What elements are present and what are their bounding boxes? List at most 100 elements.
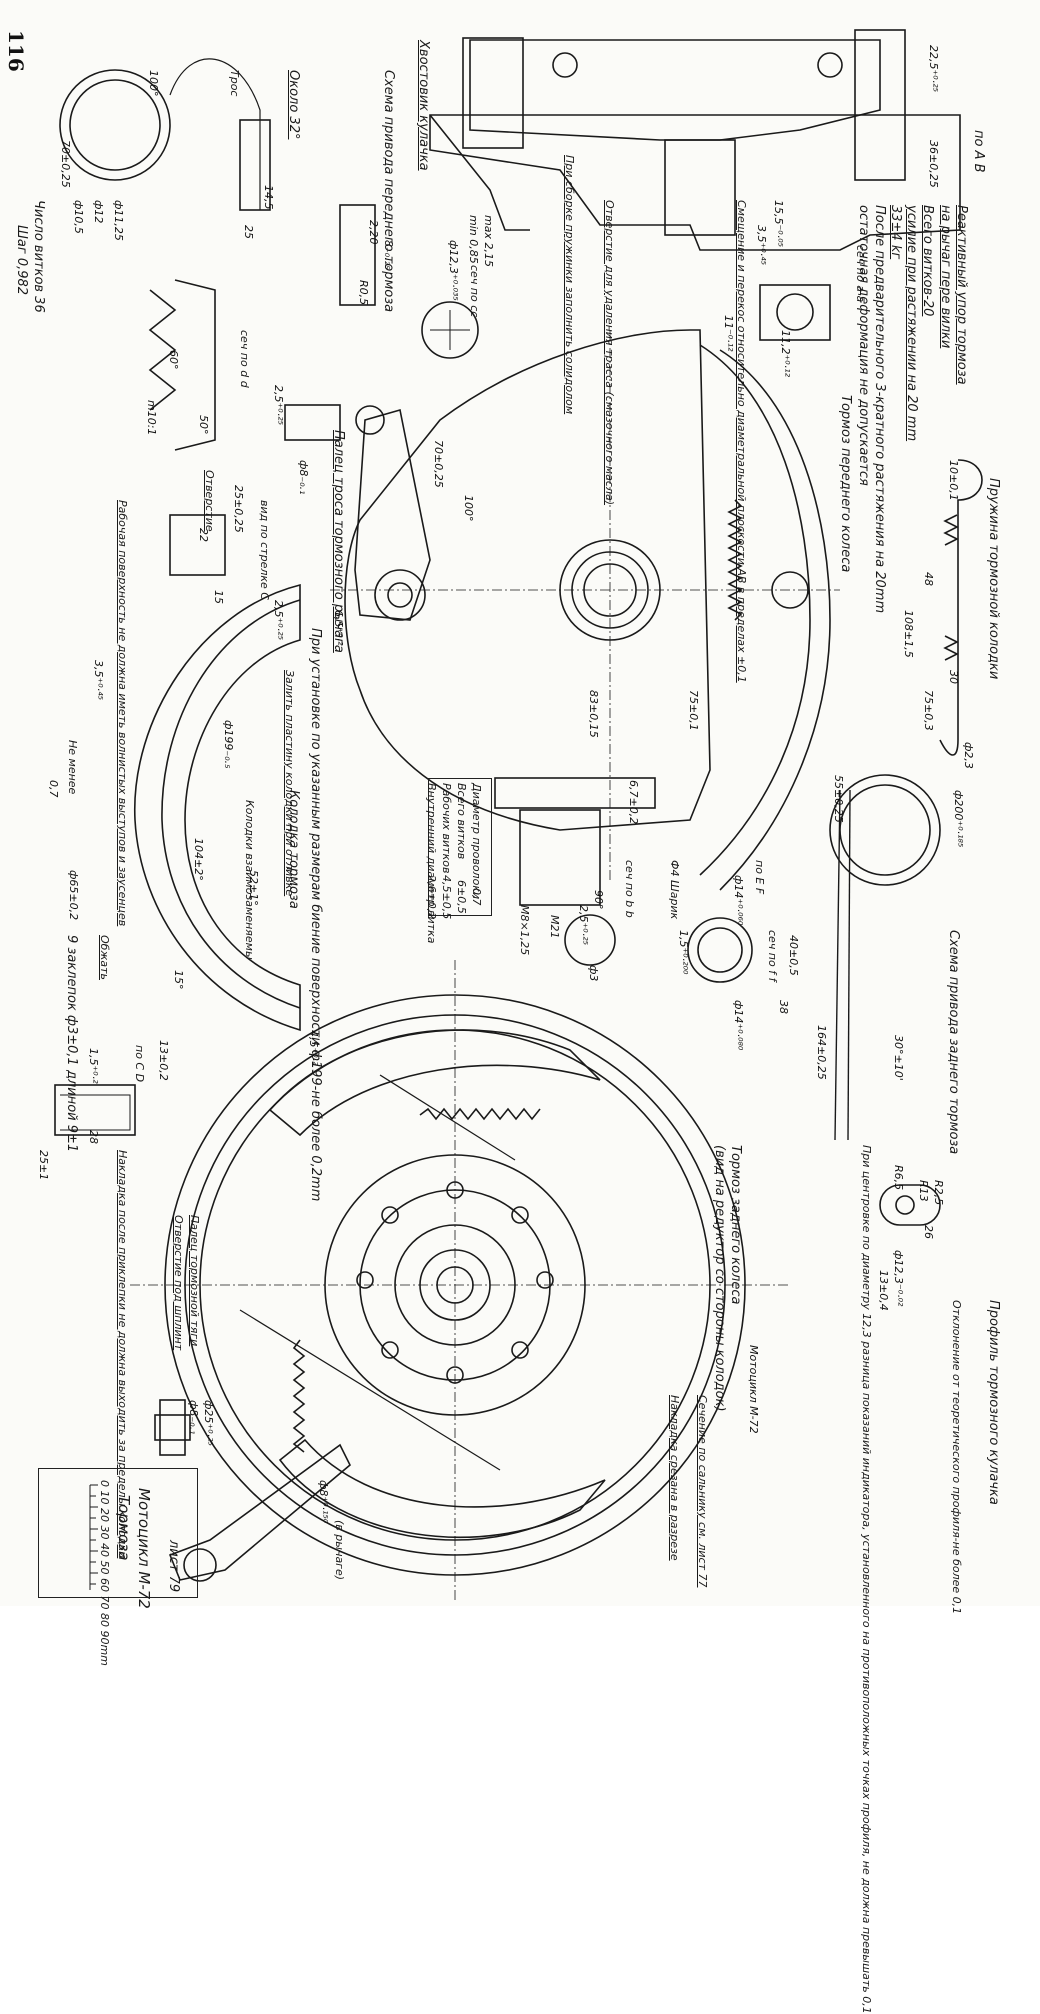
dim: 4,5⁺⁰·² xyxy=(307,1030,320,1066)
dim: 55±0,25 xyxy=(832,775,845,823)
dim: 25±0,25 xyxy=(232,485,245,533)
spring-turns: Всего витков-20 xyxy=(920,205,935,317)
view-arrow-c: вид по стрелке С xyxy=(258,500,271,600)
table-row-label: Внутренний диаметр витка xyxy=(425,783,438,944)
dim: Мотоцикл М-72 xyxy=(747,1345,760,1434)
front-brake-shoe-outline xyxy=(719,349,831,891)
dim: ф200⁺⁰·¹⁸⁵ xyxy=(952,790,965,848)
section-ff: сеч по f f xyxy=(766,930,779,982)
dim: 90° xyxy=(592,890,605,910)
rear-drive-rod xyxy=(834,789,841,1141)
cam-deviation: Отклонение от теоретического профиля-не … xyxy=(950,1300,963,1615)
section-aa: сеч по а а xyxy=(854,245,867,303)
dim: 25 xyxy=(242,225,255,239)
dim: ф14⁺⁰·⁰⁶⁰ xyxy=(732,875,745,926)
dim: 38 xyxy=(777,1000,790,1014)
dim: ф199₋₀.₅ xyxy=(222,720,235,769)
dim: 15 xyxy=(212,590,225,604)
dim: 6,5⁺⁰·² xyxy=(332,610,345,646)
dim: 70±0,25 xyxy=(432,440,445,488)
rear-drive-title: Схема привода заднего тормоза xyxy=(946,930,961,1155)
dim: 6,7±0,2 xyxy=(627,780,640,825)
about-32: Около 32° xyxy=(286,70,301,140)
dim: 75±0,1 xyxy=(687,690,700,731)
dim: ф8⁺⁰·¹⁵⁰ xyxy=(317,1480,330,1524)
dim: 1,5⁺⁰·² xyxy=(87,1048,100,1084)
dim: 11,2⁺⁰·¹² xyxy=(779,330,792,378)
dim: R0,5 xyxy=(357,280,370,306)
technical-drawing-lines xyxy=(54,29,983,1600)
scale-label: 0 10 20 30 40 50 60 70 80 90mm xyxy=(98,1480,111,1666)
dim: ф12 xyxy=(92,200,105,224)
front-brake-title: Тормоз переднего колеса xyxy=(838,395,853,573)
dim: ф12,3⁺⁰·⁰³⁵ xyxy=(447,240,460,301)
spring-note: После предварительного 3-кратного растяж… xyxy=(872,205,887,614)
dim: 30 xyxy=(947,670,960,684)
dim: 28 xyxy=(87,1130,100,1144)
rear-shoe-lower xyxy=(278,1438,606,1539)
title-block xyxy=(38,1468,198,1598)
dim: 22 xyxy=(197,528,210,542)
dim: 11⁻⁰·¹² xyxy=(722,315,735,352)
dim: 48 xyxy=(922,572,935,586)
model-title: Мотоцикл М-72 xyxy=(135,1488,153,1609)
drawing-sheet: 116 Реактивный упор тормоза на рычаг пер… xyxy=(4,29,1001,2014)
front-return-spring xyxy=(727,499,743,621)
seal-section-note: Сечение по сальнику см. лист 77 xyxy=(696,1395,709,1588)
rivets-note: 9 заклепок ф3±0,1 длиной 9±1 xyxy=(64,935,79,1153)
centering-note: При центровке по диаметру 12,3 разница п… xyxy=(860,1145,873,2014)
dim: 75±0,3 xyxy=(922,690,935,731)
dim: 2,5⁺⁰·²⁵ xyxy=(272,385,285,426)
cable-label: Трос xyxy=(228,70,241,97)
dim: 164±0,25 xyxy=(815,1025,828,1080)
offset-note: Смещение и перекос относительно диаметра… xyxy=(735,200,748,683)
section-dd: сеч по d d xyxy=(238,330,251,388)
dim: ф8₋₀.₁ xyxy=(297,460,310,495)
spring-table xyxy=(428,778,492,916)
work-surface-note: Рабочая поверхность не должна иметь волн… xyxy=(116,500,129,927)
dim: ф14⁺⁰·⁰⁸⁰ xyxy=(732,1000,745,1051)
table-row-label: Всего витков xyxy=(455,783,468,860)
tail-cam-title: Хвостовик кулачка xyxy=(416,40,431,171)
dim: 15° xyxy=(172,970,185,990)
dim: 2,5⁺⁰·²⁵ xyxy=(577,905,590,946)
dim: R13 xyxy=(917,1180,930,1202)
dim: 36±0,25 xyxy=(927,140,940,188)
section-cc: сеч по сс xyxy=(468,265,481,318)
dim: ф2,3 xyxy=(962,742,975,769)
table-row-value: 4,5±0,5 xyxy=(440,875,453,920)
dim: 100° xyxy=(462,495,475,522)
front-drive-drum xyxy=(59,69,171,181)
by-ef: по E F xyxy=(753,860,766,895)
dim: ф11,25 xyxy=(112,200,125,241)
cotter-hole: Отверстие под шплинт xyxy=(172,1215,185,1351)
spring-force: усилие при растяжении на 20 mm xyxy=(904,205,919,442)
rear-brake-lever xyxy=(168,1443,351,1581)
dim: ф65±0,2 xyxy=(67,870,80,921)
table-row-value: 2,6±0,2 xyxy=(425,875,438,920)
dim: min 0,85 xyxy=(467,215,480,264)
cam-profile-title: Профиль тормозного кулачка xyxy=(986,1300,1001,1505)
dim: 83±0,15 xyxy=(587,690,600,738)
dim: 60° xyxy=(167,350,180,370)
pitch: Шаг 0,982 xyxy=(14,225,29,296)
lever-boss-left xyxy=(462,37,524,149)
dim: 52±1° xyxy=(247,870,260,906)
dim: ф3 xyxy=(587,965,600,982)
reactive-stop-title: Реактивный упор тормоза xyxy=(954,205,969,385)
in-lever: (в рычаге) xyxy=(333,1520,346,1581)
dim: 2,5⁺⁰·²⁵ xyxy=(272,600,285,641)
install-note: При установке по указанным размерам биен… xyxy=(308,628,323,1202)
cam-profile xyxy=(879,1184,941,1226)
dim: 2,20 xyxy=(367,220,380,245)
table-row-label: Рабочих витков xyxy=(440,783,453,874)
front-cam-lever xyxy=(354,408,431,621)
dim: 0,7 xyxy=(47,780,60,798)
sheet-number: лист 79 xyxy=(166,1540,181,1593)
assembly-title: Тормоза xyxy=(115,1495,133,1561)
dim: 13±0,2 xyxy=(157,1040,170,1081)
dim: R6,5 xyxy=(892,1165,905,1191)
reactive-stop-title-2: на рычаг пере вилки xyxy=(938,205,953,349)
rear-spring-2 xyxy=(292,1339,306,1453)
table-row-value: 6±0,5 xyxy=(455,880,468,914)
